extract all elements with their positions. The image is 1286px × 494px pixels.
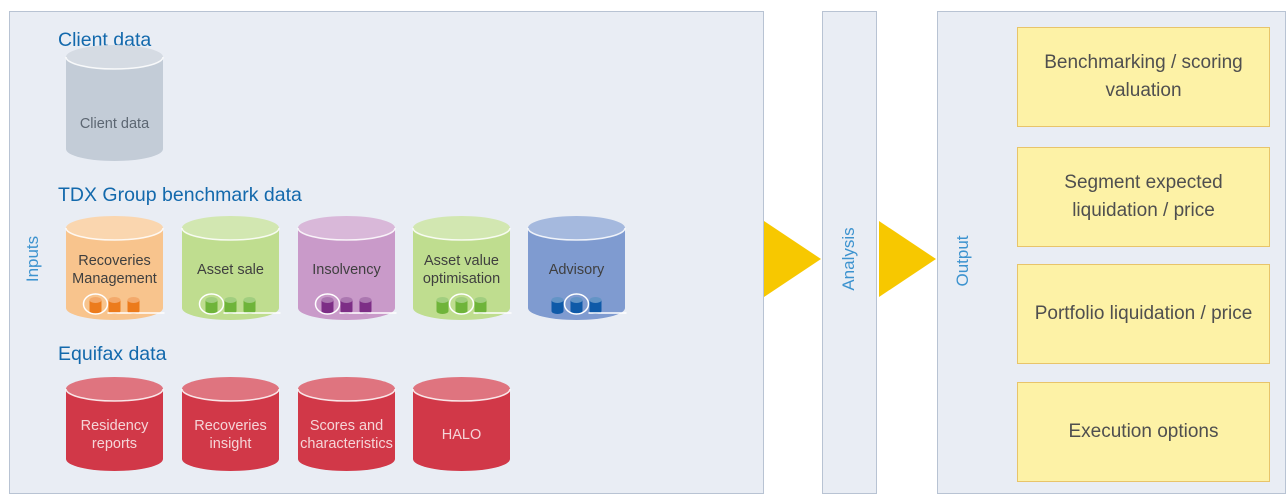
mini-database-icon xyxy=(314,293,397,315)
cylinder-label: Client data xyxy=(80,116,150,132)
analysis-panel xyxy=(822,11,877,494)
mini-database-icon xyxy=(551,293,627,315)
cylinder-label: Advisory xyxy=(549,262,605,278)
benchmark-cylinder-2: Insolvency xyxy=(297,216,397,320)
client-data-cylinder: Client data xyxy=(65,45,164,161)
output-box-portfolio-liquidation: Portfolio liquidation / price xyxy=(1017,264,1270,364)
benchmark-cylinder-4: Advisory xyxy=(527,216,627,320)
output-box-benchmarking: Benchmarking / scoring valuation xyxy=(1017,27,1270,127)
mini-database-icon xyxy=(82,293,165,315)
equifax-data-title: Equifax data xyxy=(58,343,167,365)
equifax-cylinder-3: HALO xyxy=(412,377,511,471)
output-box-execution-options: Execution options xyxy=(1017,382,1270,482)
mini-database-icon xyxy=(198,293,281,315)
benchmark-data-title: TDX Group benchmark data xyxy=(58,184,302,206)
inputs-to-analysis-arrow xyxy=(764,221,821,297)
cylinder-label: Asset sale xyxy=(197,262,264,278)
cylinder-label: HALO xyxy=(442,427,482,443)
output-box-segment-liquidation: Segment expected liquidation / price xyxy=(1017,147,1270,247)
cylinder-label: Insolvency xyxy=(312,262,381,278)
analysis-to-output-arrow xyxy=(879,221,936,297)
benchmark-cylinder-1: Asset sale xyxy=(181,216,281,320)
mini-database-icon xyxy=(436,293,512,315)
